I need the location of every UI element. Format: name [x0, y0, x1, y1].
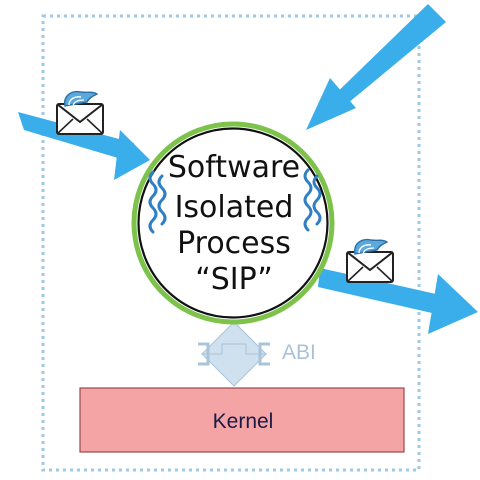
sip-circle — [131, 121, 335, 325]
squiggle-icon-right — [303, 168, 322, 232]
incoming-arrow-top — [306, 4, 446, 130]
abi-arrow — [198, 321, 270, 387]
envelope-icon-left — [56, 90, 104, 135]
process-boundary — [41, 14, 421, 472]
squiggle-icon-left — [148, 170, 167, 234]
outgoing-arrow-right — [318, 268, 478, 334]
sip-line-3: Process — [177, 226, 291, 261]
envelope-icon-right — [346, 238, 394, 283]
sip-line-4: “SIP” — [195, 262, 273, 297]
kernel-label: Kernel — [213, 410, 274, 433]
abi-label: ABI — [282, 341, 316, 364]
incoming-arrow-left — [18, 112, 150, 180]
kernel-box — [79, 387, 405, 453]
sip-line-1: Software — [168, 150, 300, 185]
sip-line-2: Isolated — [175, 190, 294, 225]
